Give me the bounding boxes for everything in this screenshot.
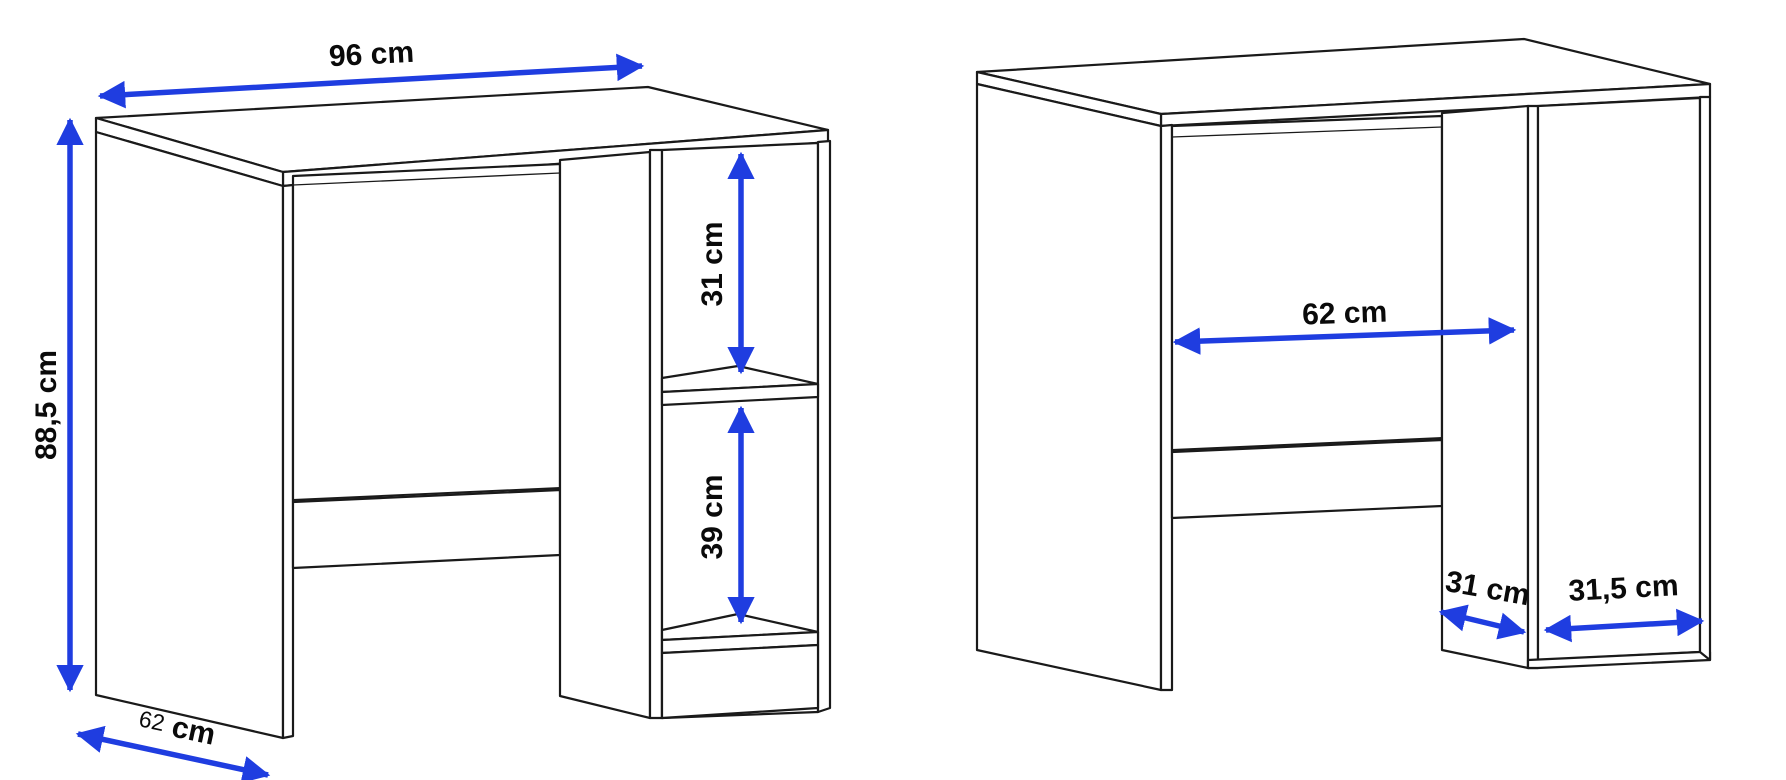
left-desk-rail <box>291 488 562 570</box>
left-desk-column-front-edge <box>648 148 664 720</box>
height-label: 88,5 cm <box>30 350 63 460</box>
left-desk-side-panel-edge <box>281 183 295 740</box>
right-desk-outer-edge <box>1698 95 1712 662</box>
left-desk-drawing <box>94 85 832 740</box>
left-desk-plinth <box>660 643 820 720</box>
knee-space-arrow <box>1172 317 1517 355</box>
lower-shelf-label: 39 cm <box>696 474 729 559</box>
left-desk-side-panel <box>94 130 285 740</box>
knee-space-label: 62 cm <box>1302 296 1388 332</box>
column-depth-arrow <box>1438 604 1527 640</box>
width-arrow-left <box>97 53 645 109</box>
left-desk-outer-right-edge <box>816 139 832 714</box>
left-desk-back-panel <box>291 162 562 504</box>
right-desk-back-panel <box>1170 114 1444 454</box>
right-desk-side-panel-edge <box>1159 123 1174 692</box>
right-desk-drawing <box>975 37 1712 692</box>
depth-arrow-left <box>75 725 271 780</box>
right-desk-side-panel <box>975 82 1163 692</box>
left-dimensions: 96 cm 88,5 cm 62 cm 31 cm 39 cm <box>30 36 755 780</box>
cabinet-width-label: 31,5 cm <box>1568 569 1680 608</box>
depth-label-left-number: 62 <box>137 705 167 736</box>
cabinet-width-arrow <box>1543 608 1705 643</box>
left-desk-column-inner-panel <box>558 150 652 720</box>
right-desk-rail <box>1170 438 1444 520</box>
left-desk-middle-shelf-front <box>660 382 820 407</box>
upper-shelf-label: 31 cm <box>696 221 729 306</box>
width-label-left: 96 cm <box>328 36 415 73</box>
